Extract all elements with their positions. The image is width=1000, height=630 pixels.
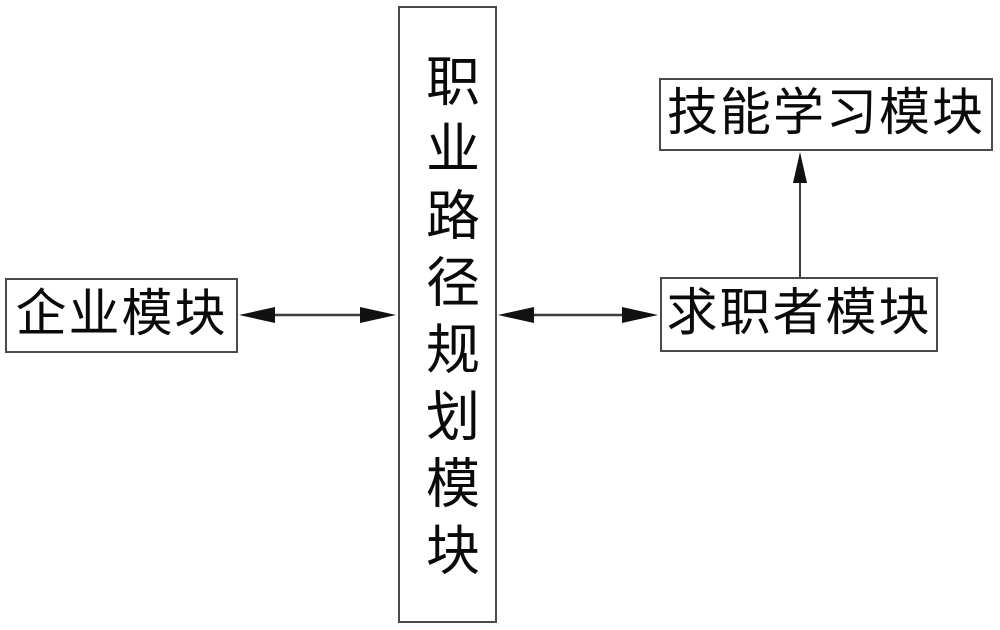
arrowhead-right-icon xyxy=(360,307,396,323)
node-job-seeker-module: 求职者模块 xyxy=(660,277,938,352)
node-label: 求职者模块 xyxy=(666,286,932,342)
node-label: 技能学习模块 xyxy=(666,86,985,142)
node-skill-learning-module: 技能学习模块 xyxy=(659,78,993,151)
connector-right-topright-arrow xyxy=(793,152,807,277)
node-label: 企业模块 xyxy=(15,287,228,343)
connector-center-right-bidirectional xyxy=(498,307,658,323)
arrowhead-up-icon xyxy=(793,152,807,183)
connector-left-center-bidirectional xyxy=(239,307,396,323)
node-enterprise-module: 企业模块 xyxy=(5,278,238,353)
arrowhead-right-icon xyxy=(622,307,658,323)
node-career-path-planning-module: 职业路径规划模块 xyxy=(398,6,497,623)
arrowhead-left-icon xyxy=(498,307,534,323)
arrowhead-left-icon xyxy=(239,307,275,323)
node-label: 职业路径规划模块 xyxy=(417,53,478,589)
